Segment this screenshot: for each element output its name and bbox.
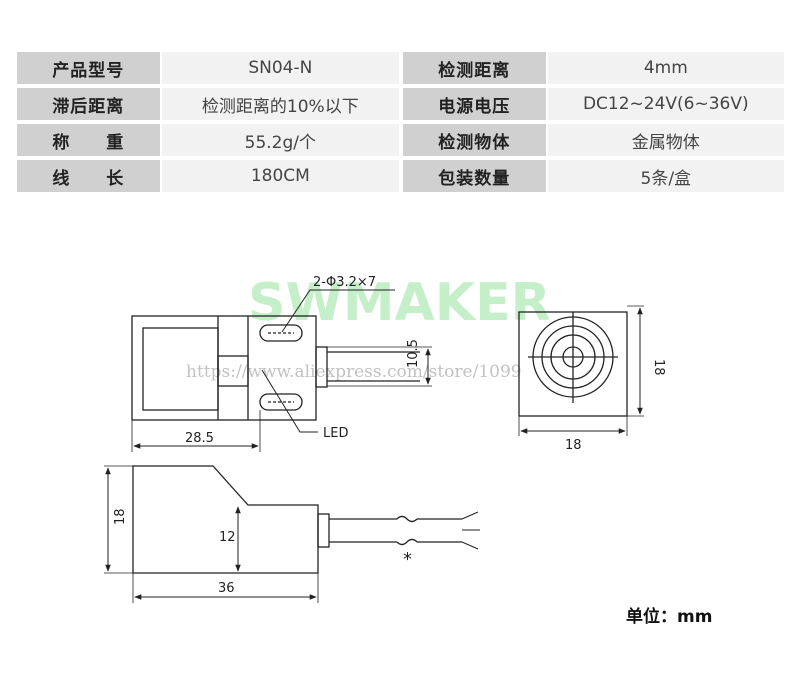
spec-value: 检测距离的10%以下 xyxy=(161,88,399,120)
cable-mark: * xyxy=(403,549,412,570)
spec-label: 线 长 xyxy=(17,160,160,192)
side-view-body xyxy=(132,465,319,574)
spec-value: 55.2g/个 xyxy=(161,124,399,156)
mount-slot xyxy=(259,324,303,342)
spec-label: 电源电压 xyxy=(402,88,546,120)
watermark-brand: SWMAKER xyxy=(248,273,551,333)
dim-mid-height: 12 xyxy=(219,530,236,545)
spec-value: 180CM xyxy=(161,160,399,192)
dim-length-top: 28.5 xyxy=(185,431,214,446)
dim-body-length: 36 xyxy=(218,581,235,596)
watermark-url: https://www.aliexpress.com/store/1099 xyxy=(186,362,522,382)
spec-row: 称 重 55.2g/个 检测物体 金属物体 xyxy=(17,124,784,156)
dim-side-width: 18 xyxy=(565,438,582,453)
spec-label: 滞后距离 xyxy=(17,88,160,120)
led-window xyxy=(217,355,249,387)
spec-row: 线 长 180CM 包装数量 5条/盒 xyxy=(17,160,784,192)
spec-label: 产品型号 xyxy=(17,52,160,84)
dim-side-height: 18 xyxy=(651,359,666,376)
spec-value: SN04-N xyxy=(161,52,399,84)
spec-row: 滞后距离 检测距离的10%以下 电源电压 DC12~24V(6~36V) xyxy=(17,88,784,120)
spec-label: 包装数量 xyxy=(402,160,546,192)
spec-value: DC12~24V(6~36V) xyxy=(547,88,784,120)
hole-label: 2-Φ3.2×7 xyxy=(313,275,376,290)
spec-value: 5条/盒 xyxy=(547,160,784,192)
spec-value: 金属物体 xyxy=(547,124,784,156)
led-label: LED xyxy=(323,426,348,441)
spec-label: 检测物体 xyxy=(402,124,546,156)
unit-label: 单位：mm xyxy=(626,607,713,627)
dim-height-top: 10.5 xyxy=(406,339,421,368)
spec-row: 产品型号 SN04-N 检测距离 4mm xyxy=(17,52,784,84)
dim-body-height: 18 xyxy=(113,508,128,525)
spec-value: 4mm xyxy=(547,52,784,84)
spec-label: 检测距离 xyxy=(402,52,546,84)
spec-label: 称 重 xyxy=(17,124,160,156)
mount-slot xyxy=(259,393,303,411)
spec-table: 产品型号 SN04-N 检测距离 4mm 滞后距离 检测距离的10%以下 电源电… xyxy=(17,52,784,196)
